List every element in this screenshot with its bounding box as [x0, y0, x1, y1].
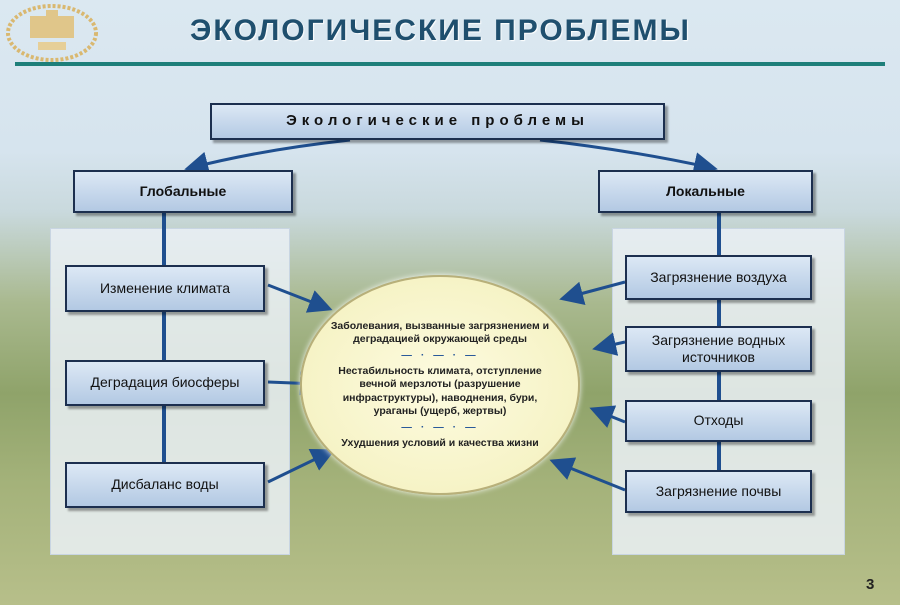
consequence-climate: Нестабильность климата, отступление вечн… [338, 364, 542, 418]
separator: — · — · — [401, 348, 479, 361]
local-item: Загрязнение почвы [625, 470, 812, 513]
arrow-to-local [539, 138, 718, 176]
global-connector [162, 212, 166, 482]
consequence-living: Ухудшения условий и качества жизни [341, 436, 539, 449]
global-header: Глобальные [73, 170, 293, 213]
consequence-health: Заболевания, вызванные загрязнением и де… [330, 319, 550, 346]
global-item: Деградация биосферы [65, 360, 265, 406]
title-divider [15, 62, 885, 66]
duma-logo [6, 4, 98, 62]
page-number: 3 [866, 576, 875, 593]
top-box-ecological-problems: Экологические проблемы [210, 103, 665, 140]
local-header: Локальные [598, 170, 813, 213]
local-item: Загрязнение водных источников [625, 326, 812, 372]
global-item: Изменение климата [65, 265, 265, 312]
local-item: Отходы [625, 400, 812, 442]
consequences-ellipse: Заболевания, вызванные загрязнением и де… [300, 275, 580, 495]
global-item: Дисбаланс воды [65, 462, 265, 508]
local-item: Загрязнение воздуха [625, 255, 812, 300]
slide-title: ЭКОЛОГИЧЕСКИЕ ПРОБЛЕМЫ [190, 14, 691, 47]
separator: — · — · — [401, 421, 479, 434]
arrow-to-global [184, 138, 351, 176]
